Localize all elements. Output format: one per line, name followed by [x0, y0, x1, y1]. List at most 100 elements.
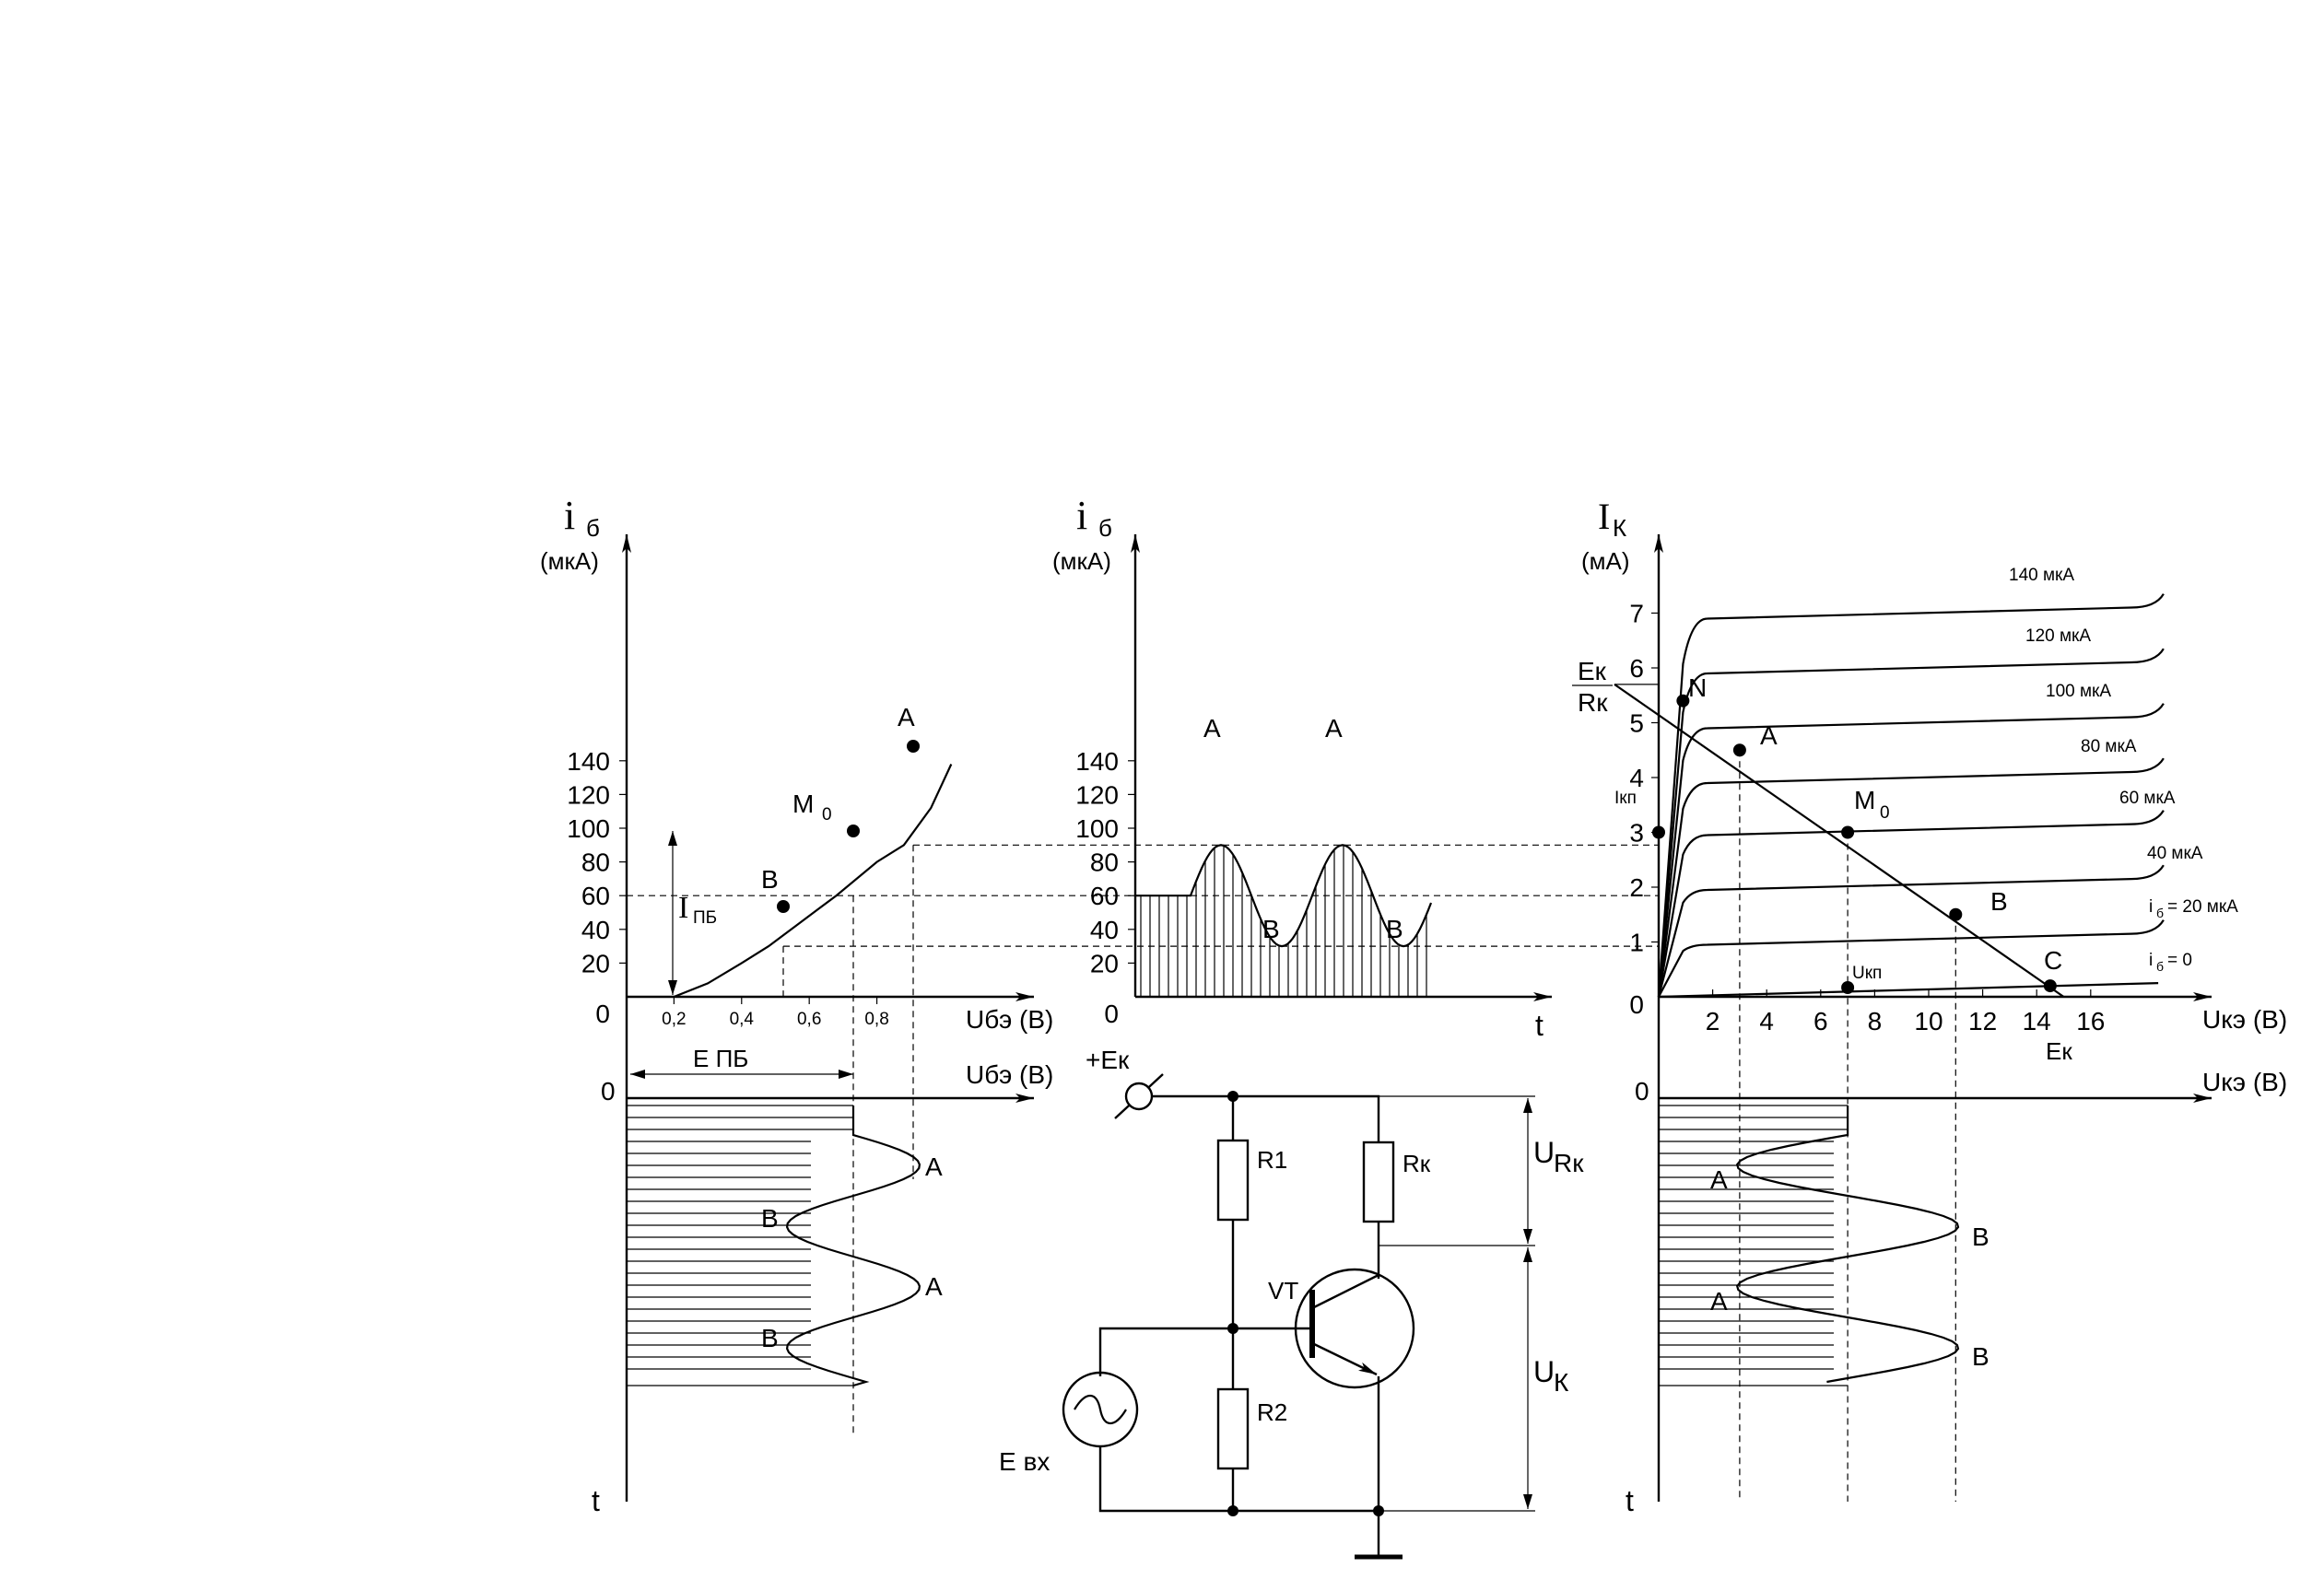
curve-label-140: 140 мкА	[2009, 566, 2074, 585]
mid-wave-a1: A	[1203, 714, 1221, 743]
supply-terminal	[1124, 1082, 1154, 1111]
left-t-label: t	[592, 1484, 600, 1517]
right-point-m-sub: 0	[1880, 803, 1890, 823]
left-wave-b1: B	[761, 1204, 779, 1233]
right-point-b-dot	[1949, 907, 1963, 921]
right-point-a-label: A	[1760, 721, 1778, 750]
right-x-tick-label: 14	[2023, 1007, 2051, 1035]
r2-label: R2	[1257, 1398, 1287, 1426]
left-point-a-label: A	[898, 703, 915, 731]
right-y-symbol-sub: К	[1613, 514, 1626, 542]
rk-label: Rк	[1403, 1150, 1431, 1177]
output-curve	[1657, 703, 2165, 998]
mid-y-tick-label: 100	[1075, 814, 1119, 843]
mid-hatching	[1140, 845, 1427, 997]
left-y-tick-label: 100	[567, 814, 610, 843]
curve-label-20-sub: б	[2156, 906, 2164, 920]
right-y-tick-label: 0	[1629, 990, 1644, 1019]
output-voltage-wave	[1735, 1106, 1960, 1384]
left-wave-a1: A	[925, 1152, 943, 1181]
r1-label: R1	[1257, 1146, 1287, 1174]
ek-axis-label: Eк	[2046, 1037, 2072, 1065]
right-t-label: t	[1626, 1484, 1634, 1517]
curve-label-80: 80 мкА	[2081, 737, 2137, 756]
left-y-tick-label: 80	[581, 848, 610, 877]
node-r1-top	[1227, 1091, 1238, 1102]
r2-resistor	[1216, 1387, 1250, 1470]
right-x-tick-label: 12	[1968, 1007, 1997, 1035]
rk-resistor	[1362, 1141, 1395, 1223]
mid-t-label: t	[1535, 1009, 1543, 1042]
input-characteristic-curve	[673, 764, 953, 999]
left-wave-b2: B	[761, 1324, 779, 1352]
right-y-tick-label: 1	[1629, 929, 1644, 957]
mid-wave-b1: B	[1262, 915, 1280, 943]
mid-wave-a2: A	[1325, 714, 1343, 743]
uk-label: U	[1533, 1355, 1555, 1388]
right-x-label: Uкэ (В)	[2202, 1005, 2287, 1034]
supply-wire	[1139, 1094, 1380, 1153]
left-lower-hatching	[627, 1105, 853, 1386]
curve-label-120: 120 мкА	[2025, 626, 2091, 646]
mid-y-symbol: i	[1076, 493, 1087, 538]
right-wave-a1: A	[1710, 1165, 1728, 1194]
node-r2-bottom	[1227, 1505, 1238, 1516]
left-y-symbol-sub: б	[586, 514, 600, 542]
output-characteristic-curves	[1657, 593, 2165, 999]
output-curve	[1657, 593, 2165, 998]
right-y-tick-label: 7	[1629, 600, 1644, 628]
curve-label-40: 40 мкА	[2147, 844, 2203, 863]
curve-label-0-sub: б	[2156, 959, 2164, 974]
right-lower-x-label: Uкэ (В)	[2202, 1068, 2287, 1096]
right-point-n-label: N	[1688, 673, 1707, 702]
mid-y-symbol-sub: б	[1098, 514, 1112, 542]
output-curve	[1658, 982, 2159, 999]
curve-label-100: 100 мкА	[2046, 682, 2111, 701]
mid-y-tick-label: 80	[1090, 848, 1119, 877]
transistor-collector	[1311, 1273, 1379, 1310]
load-line	[1614, 683, 2065, 998]
left-point-a-dot	[907, 740, 920, 753]
left-lower-x-label: Uбэ (В)	[966, 1060, 1053, 1089]
r1-resistor	[1216, 1139, 1250, 1222]
curve-label-60: 60 мкА	[2119, 789, 2176, 808]
right-x-tick-label: 2	[1706, 1007, 1720, 1035]
right-operating-points	[1652, 694, 2057, 994]
mid-y-tick-label: 60	[1090, 882, 1119, 910]
left-x-tick-label: 0,4	[730, 1010, 755, 1029]
ipb-label: I	[678, 891, 688, 925]
left-point-m0-dot	[847, 825, 860, 837]
base-current-wave	[1135, 844, 1433, 948]
left-x-tick-label: 0,8	[864, 1010, 888, 1029]
ikp-label: Iкп	[1614, 789, 1637, 808]
right-point-b-label: B	[1990, 887, 2008, 916]
output-curve	[1657, 810, 2165, 998]
right-y-tick-label: 5	[1629, 709, 1644, 738]
right-wave-b2: B	[1972, 1342, 1989, 1371]
epb-label: E ПБ	[693, 1045, 748, 1072]
ek-fraction-denominator: Rк	[1578, 688, 1608, 717]
right-lower-hatching	[1659, 1105, 1849, 1386]
e-in-label: E вх	[999, 1447, 1050, 1476]
right-wave-b1: B	[1972, 1222, 1989, 1251]
mid-y-tick-label: 140	[1075, 747, 1119, 776]
urk-label-sub: Rк	[1554, 1149, 1584, 1177]
ukp-dot	[1841, 981, 1855, 994]
uk-label-sub: К	[1554, 1368, 1569, 1397]
mid-y-tick-label: 20	[1090, 949, 1119, 977]
input-bottom-wire	[1098, 1446, 1379, 1513]
input-top-wire	[1098, 1327, 1233, 1376]
mid-y-unit: (мкА)	[1052, 547, 1111, 575]
left-y-unit: (мкА)	[540, 547, 599, 575]
curve-label-0-prefix: i	[2149, 951, 2153, 970]
urk-label: U	[1533, 1136, 1555, 1169]
left-projection-lines	[627, 844, 1659, 1437]
right-projection-lines	[1614, 684, 1956, 1502]
right-point-m-label: M	[1854, 786, 1875, 814]
left-y-tick-label: 60	[581, 882, 610, 910]
transistor-emitter	[1311, 1341, 1378, 1376]
